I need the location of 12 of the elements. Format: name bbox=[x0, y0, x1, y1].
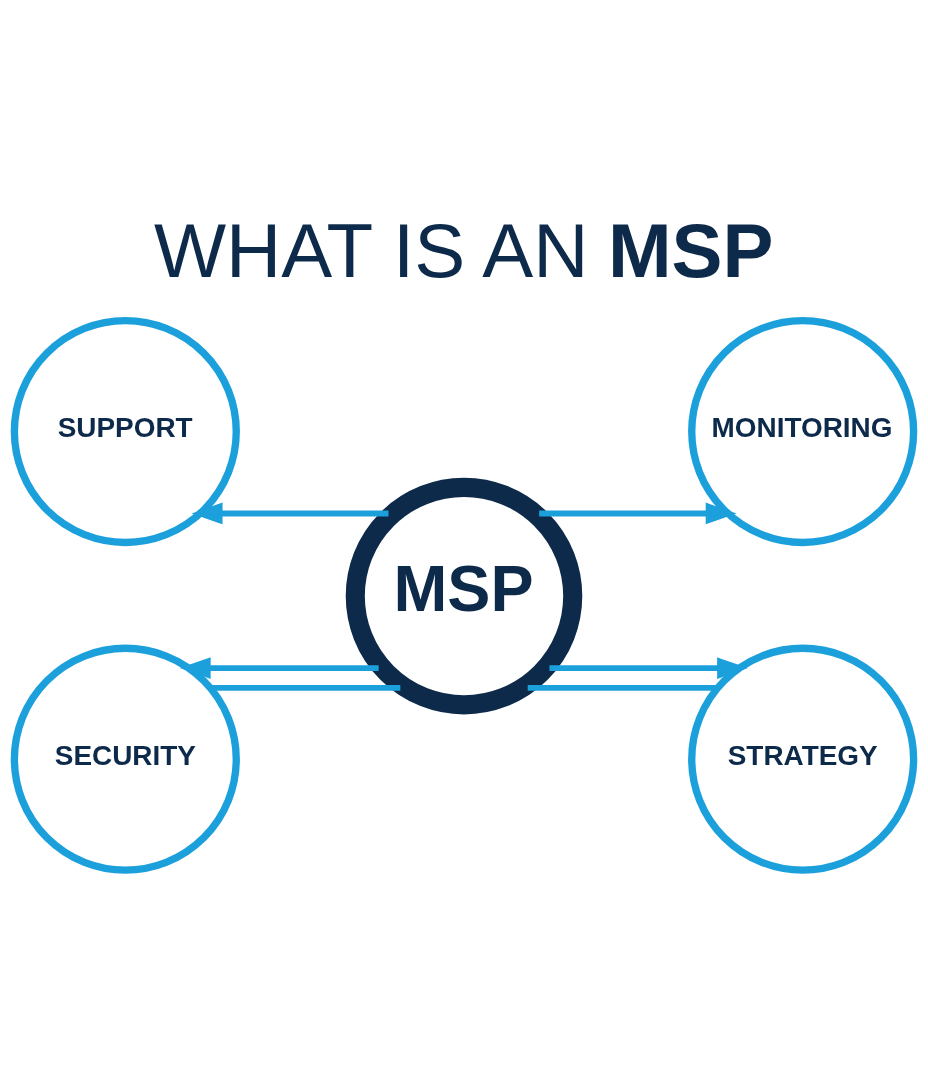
arrow bbox=[191, 502, 389, 525]
arrow bbox=[179, 657, 379, 679]
node-circle: MONITORING bbox=[688, 316, 918, 547]
diagram-title: WHAT IS AN MSP bbox=[153, 208, 774, 294]
connector bbox=[527, 685, 718, 691]
node-circle: SECURITY bbox=[10, 644, 240, 874]
arrow bbox=[549, 657, 749, 679]
node-circle: MSP bbox=[345, 477, 583, 715]
node-circle: SUPPORT bbox=[10, 316, 240, 547]
connector bbox=[210, 685, 401, 691]
arrow bbox=[539, 502, 737, 525]
node-circle: STRATEGY bbox=[688, 644, 918, 874]
